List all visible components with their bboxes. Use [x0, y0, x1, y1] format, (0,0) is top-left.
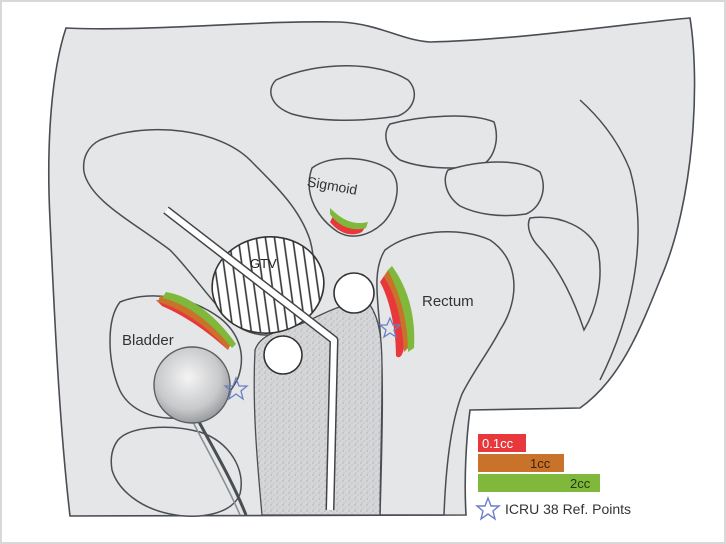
rectum-label: Rectum — [422, 293, 474, 310]
bladder-label: Bladder — [122, 332, 174, 349]
legend-label-1cc: 1cc — [530, 456, 551, 471]
legend-label-2cc: 2cc — [570, 476, 591, 491]
ovoid-upper — [334, 273, 374, 313]
ovoid-lower — [264, 336, 302, 374]
catheter-balloon — [154, 347, 230, 423]
gtv-label: GTV — [250, 256, 277, 271]
vaginal-canal — [254, 304, 382, 515]
star-icon — [477, 498, 499, 519]
legend-label-0-1cc: 0.1cc — [482, 436, 514, 451]
dose-legend: 0.1cc 1cc 2cc ICRU 38 Ref. Points — [477, 434, 631, 519]
legend-swatch-1cc — [478, 454, 564, 472]
legend-ref-points-label: ICRU 38 Ref. Points — [505, 501, 631, 517]
